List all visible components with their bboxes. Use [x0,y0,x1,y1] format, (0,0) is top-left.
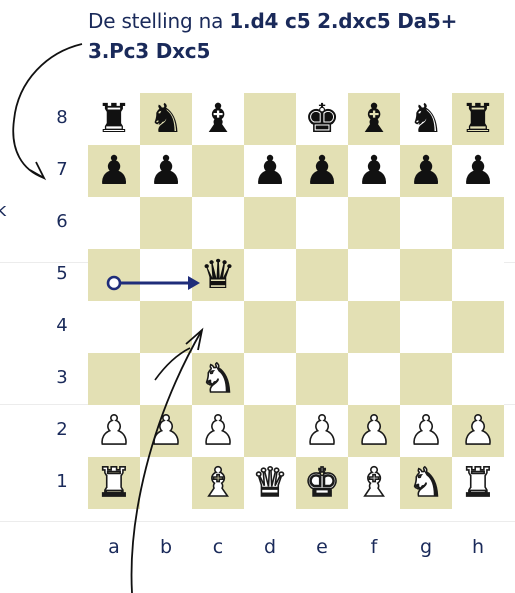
pointer-curve [132,330,202,593]
move-arrow-origin [108,277,120,289]
pointer-arrowhead [186,330,202,350]
caption-curve-arrow [13,44,82,178]
move-arrow-head [188,276,200,290]
